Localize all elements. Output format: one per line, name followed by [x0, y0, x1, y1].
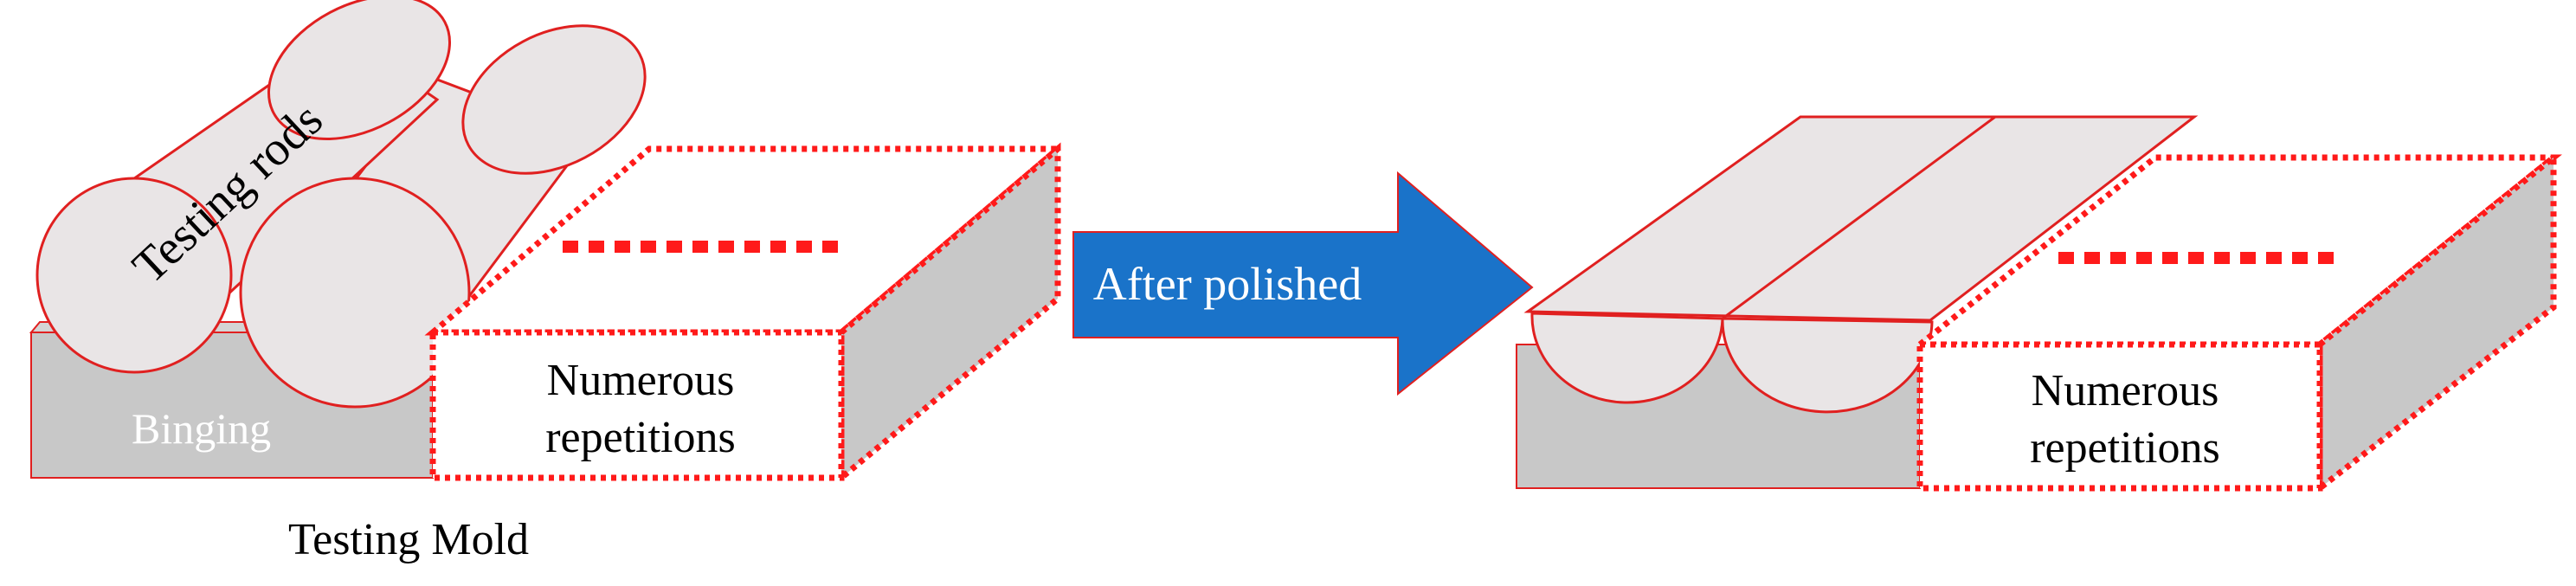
front-rod-end-cap — [267, 0, 452, 140]
polished-repetitions-label-line1: Numerous — [2032, 366, 2219, 415]
arrow-shape — [1072, 171, 1534, 396]
binder-label: Binging — [132, 404, 271, 453]
repetitions-label-line1: Numerous — [547, 356, 735, 405]
repetitions-label-line2: repetitions — [545, 413, 736, 462]
repetition-box-front — [429, 329, 845, 481]
polished-mold-right: Numerous repetitions — [1516, 115, 2562, 495]
process-arrow: After polished — [1072, 171, 1534, 396]
mold-caption: Testing Mold — [288, 515, 529, 564]
rear-rod-end-cap — [461, 24, 647, 175]
polished-repetition-box-front — [1916, 341, 2323, 492]
polished-rod-half-1 — [1530, 312, 1724, 404]
polished-top-surface — [1523, 115, 2199, 322]
polished-rod-seam — [1722, 115, 1996, 320]
rod-front-face-1 — [35, 177, 233, 374]
polished-repetitions-label-line2: repetitions — [2030, 423, 2220, 473]
testing-mold-left: Testing rods Binging Numerous repetition… — [29, 0, 1066, 564]
rod-front-face-2 — [239, 177, 471, 409]
arrow-label: After polished — [1093, 258, 1362, 310]
